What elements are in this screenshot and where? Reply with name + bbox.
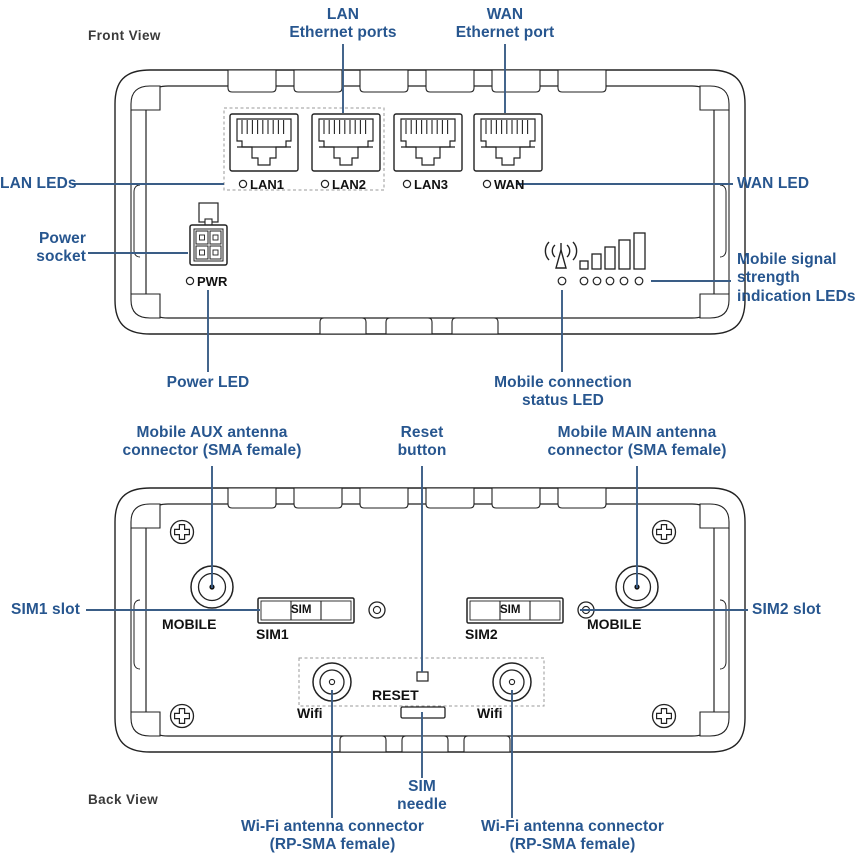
- led-pwr: [185, 276, 195, 286]
- silkscreen-pwr: PWR: [197, 274, 228, 289]
- reset-pinhole: [416, 671, 429, 682]
- mobile-antenna-icon: [544, 241, 578, 269]
- silkscreen-mobile-left: MOBILE: [162, 616, 217, 632]
- front-port-led-dots: [238, 179, 492, 189]
- silkscreen-lan2: LAN2: [332, 177, 366, 192]
- front-view-device: [114, 69, 746, 335]
- signal-bar-1: [579, 260, 589, 270]
- back-view-device: [114, 487, 746, 753]
- callout-wan-ethernet-port: WAN Ethernet port: [455, 6, 555, 42]
- callout-wifi-antenna-right: Wi-Fi antenna connector (RP-SMA female): [480, 818, 664, 854]
- led-wan: [482, 179, 492, 189]
- ethernet-port-lan1: [229, 113, 299, 172]
- lan-group-outline: [223, 107, 385, 191]
- callout-wan-led: WAN LED: [737, 175, 810, 192]
- ethernet-port-lan2: [311, 113, 381, 172]
- led-lan2: [320, 179, 330, 189]
- sim1-eject-hole: [368, 601, 386, 619]
- led-lan1: [238, 179, 248, 189]
- led-lan3: [402, 179, 412, 189]
- front-top-vents: [227, 69, 607, 93]
- silkscreen-sim2-caption: SIM2: [465, 626, 498, 642]
- back-leader-lines: [86, 466, 748, 818]
- signal-strength-bars: [579, 232, 646, 270]
- signal-bar-3: [604, 246, 616, 270]
- callout-mobile-signal-leds: Mobile signal strength indication LEDs: [737, 251, 856, 305]
- screw-bottom-left: [169, 703, 195, 729]
- silkscreen-wifi-right: Wifi: [477, 705, 503, 721]
- callout-sim1-slot: SIM1 slot: [11, 601, 80, 618]
- callout-mobile-main-antenna: Mobile MAIN antenna connector (SMA femal…: [547, 424, 727, 460]
- signal-bar-5: [633, 232, 646, 270]
- led-mobile-status: [557, 276, 567, 286]
- callout-lan-leds: LAN LEDs: [0, 175, 77, 192]
- silkscreen-wifi-left: Wifi: [297, 705, 323, 721]
- back-view-title: Back View: [88, 792, 159, 807]
- ethernet-port-lan3: [393, 113, 463, 172]
- signal-bar-2: [591, 253, 602, 270]
- back-top-vents: [227, 487, 607, 509]
- callout-sim-needle: SIM needle: [397, 778, 447, 814]
- callout-mobile-status-led: Mobile connection status LED: [494, 374, 632, 410]
- screw-bottom-right: [651, 703, 677, 729]
- ethernet-port-wan: [473, 113, 543, 172]
- silkscreen-lan3: LAN3: [414, 177, 448, 192]
- signal-bar-4: [618, 239, 631, 270]
- silkscreen-reset: RESET: [372, 687, 419, 703]
- callout-power-led: Power LED: [166, 374, 250, 391]
- screw-top-right: [651, 519, 677, 545]
- sim-needle-holder: [400, 706, 446, 719]
- callout-lan-ethernet-ports: LAN Ethernet ports: [289, 6, 397, 42]
- led-signal-1: [579, 276, 589, 286]
- led-signal-4: [619, 276, 629, 286]
- front-view-title: Front View: [88, 28, 161, 43]
- power-socket-connector: [189, 202, 228, 266]
- mobile-led-dots: [557, 276, 644, 286]
- silkscreen-sim1-slot: SIM: [291, 604, 312, 616]
- screw-top-left: [169, 519, 195, 545]
- callout-sim2-slot: SIM2 slot: [752, 601, 821, 618]
- silkscreen-lan1: LAN1: [250, 177, 284, 192]
- silkscreen-mobile-right: MOBILE: [587, 616, 642, 632]
- led-signal-2: [592, 276, 602, 286]
- callout-reset-button: Reset button: [397, 424, 447, 460]
- callout-power-socket: Power socket: [36, 230, 86, 266]
- callout-mobile-aux-antenna: Mobile AUX antenna connector (SMA female…: [122, 424, 302, 460]
- front-leader-lines: [72, 44, 733, 372]
- led-signal-3: [605, 276, 615, 286]
- front-bottom-vents: [319, 317, 499, 335]
- silkscreen-sim2-slot: SIM: [500, 604, 521, 616]
- silkscreen-sim1-caption: SIM1: [256, 626, 289, 642]
- callout-wifi-antenna-left: Wi-Fi antenna connector (RP-SMA female): [240, 818, 424, 854]
- back-bottom-vents: [339, 735, 511, 753]
- silkscreen-wan: WAN: [494, 177, 525, 192]
- led-signal-5: [634, 276, 644, 286]
